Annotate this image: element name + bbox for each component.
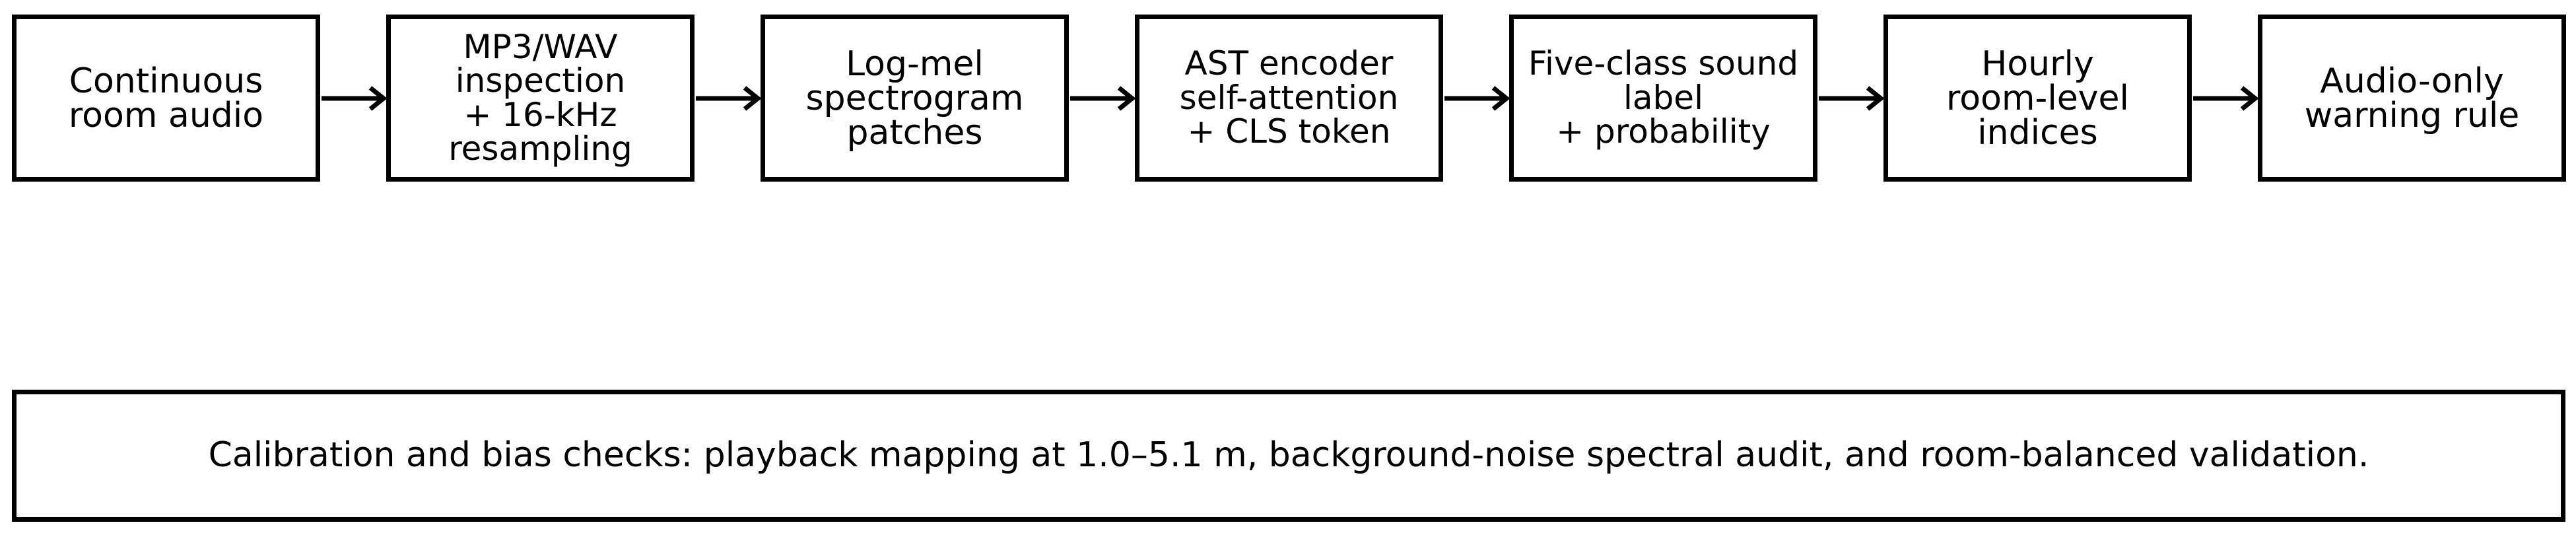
right-arrow-icon bbox=[1819, 82, 1885, 115]
right-arrow-icon-graphic bbox=[1444, 86, 1510, 111]
right-arrow-icon-graphic bbox=[1819, 86, 1885, 111]
step-mp3-wav-inspection: MP3/WAV inspection + 16-kHz resampling bbox=[386, 15, 695, 182]
step-five-class-sound-label: Five-class sound label + probability bbox=[1509, 15, 1817, 182]
right-arrow-icon bbox=[2193, 82, 2259, 115]
step-hourly-room-level-indices: Hourly room-level indices bbox=[1883, 15, 2192, 182]
calibration-note-box: Calibration and bias checks: playback ma… bbox=[12, 390, 2565, 522]
right-arrow-icon bbox=[322, 82, 388, 115]
step-label: Five-class sound label + probability bbox=[1528, 44, 1799, 151]
step-label: MP3/WAV inspection + 16-kHz resampling bbox=[448, 27, 632, 168]
step-continuous-room-audio: Continuous room audio bbox=[12, 15, 320, 182]
step-label: AST encoder self-attention + CLS token bbox=[1179, 44, 1399, 151]
right-arrow-icon bbox=[1444, 82, 1510, 115]
right-arrow-icon-graphic bbox=[322, 86, 388, 111]
step-label: Hourly room-level indices bbox=[1946, 44, 2129, 153]
step-ast-encoder: AST encoder self-attention + CLS token bbox=[1135, 15, 1443, 182]
right-arrow-icon-graphic bbox=[696, 86, 762, 111]
step-audio-only-warning-rule: Audio-only warning rule bbox=[2258, 15, 2566, 182]
right-arrow-icon bbox=[1070, 82, 1136, 115]
right-arrow-icon-graphic bbox=[1070, 86, 1136, 111]
calibration-note-text: Calibration and bias checks: playback ma… bbox=[208, 435, 2369, 476]
right-arrow-icon-graphic bbox=[2193, 86, 2259, 111]
step-label: Audio-only warning rule bbox=[2304, 61, 2520, 135]
step-label: Log-mel spectrogram patches bbox=[805, 44, 1024, 153]
step-log-mel-spectrogram: Log-mel spectrogram patches bbox=[761, 15, 1069, 182]
right-arrow-icon bbox=[696, 82, 762, 115]
step-label: Continuous room audio bbox=[68, 61, 264, 135]
